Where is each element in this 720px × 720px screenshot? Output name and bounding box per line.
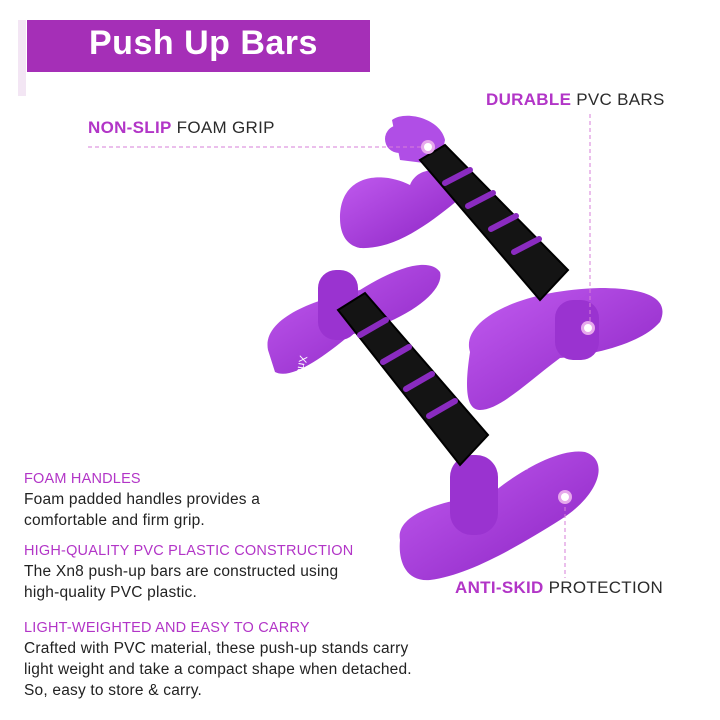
callout-text: FOAM GRIP xyxy=(176,118,275,137)
banner-accent-strip xyxy=(18,20,26,96)
front-push-up-bar: Xn8 Xn8 xyxy=(267,264,599,581)
callout-durable-pvc-bars: DURABLE PVC BARS xyxy=(486,90,665,110)
callout-anti-skid-protection: ANTI-SKID PROTECTION xyxy=(455,578,663,598)
feature-desc-pvc-construction: The Xn8 push-up bars are constructed usi… xyxy=(24,563,339,601)
bar-logo-right: Xn8 xyxy=(508,459,528,471)
back-push-up-bar xyxy=(340,115,663,410)
back-bar-foam-grip xyxy=(418,143,570,302)
callout-highlight: NON-SLIP xyxy=(88,118,172,137)
feature-title-foam-handles: FOAM HANDLES xyxy=(24,471,141,487)
feature-desc-foam-handles: Foam padded handles provides a comfortab… xyxy=(24,491,261,529)
callout-highlight: DURABLE xyxy=(486,90,572,109)
callout-text: PROTECTION xyxy=(548,578,664,597)
callout-non-slip-foam-grip: NON-SLIP FOAM GRIP xyxy=(88,118,275,138)
callout-highlight: ANTI-SKID xyxy=(455,578,544,597)
feature-desc-light-weighted: Crafted with PVC material, these push-up… xyxy=(24,640,412,699)
page-title: Push Up Bars xyxy=(89,24,318,62)
callout-leaders xyxy=(88,114,595,578)
front-bar-foam-grip xyxy=(336,291,490,467)
callout-text: PVC BARS xyxy=(576,90,665,109)
feature-title-pvc-construction: HIGH-QUALITY PVC PLASTIC CONSTRUCTION xyxy=(24,543,354,559)
title-banner xyxy=(27,20,370,72)
bar-logo-left: Xn8 xyxy=(294,354,309,375)
feature-title-light-weighted: LIGHT-WEIGHTED AND EASY TO CARRY xyxy=(24,620,310,636)
